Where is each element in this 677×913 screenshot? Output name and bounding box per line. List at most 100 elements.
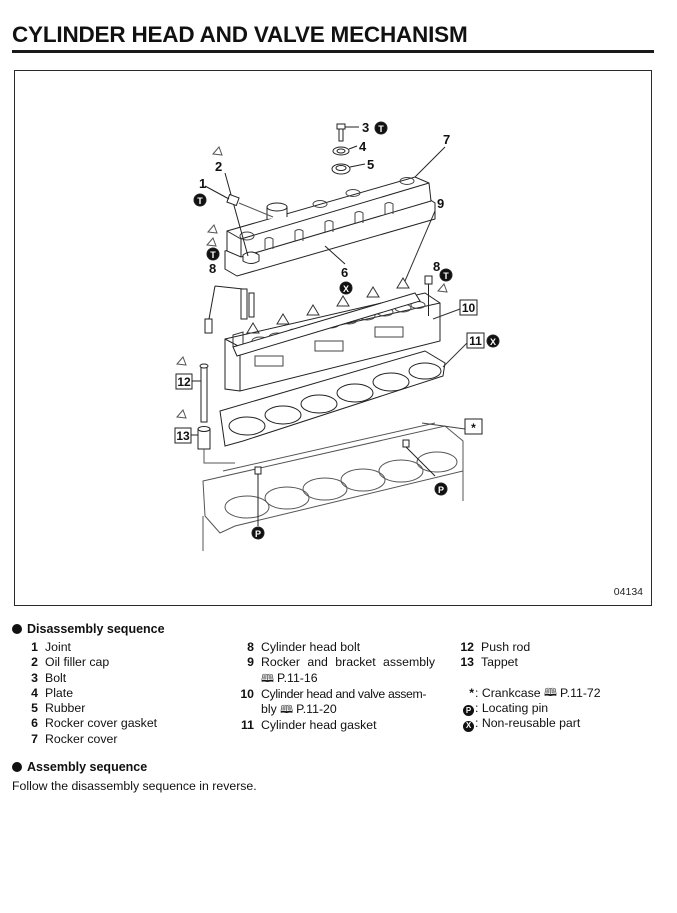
callout-box-10	[459, 299, 478, 316]
item-label: Plate	[45, 685, 74, 700]
item-label: Cylinder head gasket	[261, 718, 377, 733]
page-title: CYLINDER HEAD AND VALVE MECHANISM	[12, 22, 468, 47]
page-reference: bly 🕮P.11-20	[261, 702, 337, 718]
bolt	[336, 123, 346, 142]
item-number: 2	[31, 655, 38, 670]
legend-label: : Non-reusable part	[475, 716, 581, 731]
item-label: Tappet	[481, 655, 518, 670]
tighten-symbol: T	[193, 193, 207, 207]
item-number: 9	[247, 655, 254, 670]
book-reference-icon: 🕮	[544, 686, 558, 699]
assembly-heading-text: Assembly sequence	[27, 760, 148, 774]
item-number: 10	[240, 686, 254, 701]
locating-pin-right	[402, 439, 410, 448]
cylinder-head-bolt-right	[424, 275, 433, 316]
svg-text:T: T	[210, 250, 216, 260]
bullet-icon	[12, 624, 22, 634]
page-reference-text[interactable]: P.11-16	[276, 670, 318, 685]
item-label: Rocker cover gasket	[45, 716, 158, 731]
item-number: 6	[31, 716, 38, 731]
tighten-symbol: T	[374, 121, 388, 135]
item-label: Rocker cover	[45, 731, 118, 746]
oil-filler-neck	[266, 202, 288, 219]
list-item: 11 Cylinder head gasket	[236, 718, 435, 733]
rocker-bracket-assembly	[232, 277, 421, 357]
cylinder-head-gasket	[219, 350, 446, 447]
exploded-diagram-frame: P P * 11 X	[14, 70, 652, 606]
item-label: Cylinder head and valve assem-	[261, 686, 427, 701]
crankcase-bores	[224, 451, 458, 519]
item-number: 11	[241, 718, 254, 733]
svg-text:P: P	[438, 485, 444, 495]
list-item: 1 Joint	[20, 640, 157, 655]
svg-text:3: 3	[362, 120, 369, 135]
legend-label: : Crankcase	[475, 685, 541, 700]
disassembly-heading: Disassembly sequence	[12, 622, 165, 636]
svg-text:9: 9	[437, 196, 444, 211]
item-label: Rubber	[45, 701, 86, 716]
svg-text:8: 8	[433, 259, 440, 274]
assembly-instructions: Follow the disassembly sequence in rever…	[12, 779, 257, 793]
non-reusable-icon: X	[456, 716, 474, 732]
bullet-icon	[12, 762, 22, 772]
svg-text:12: 12	[177, 375, 191, 389]
cylinder-head-bolts-left	[204, 288, 255, 334]
push-rod	[199, 363, 209, 423]
title-rule	[12, 50, 654, 53]
item-number: 1	[31, 640, 38, 654]
locating-pin-icon: P	[456, 701, 474, 717]
svg-text:X: X	[490, 337, 496, 347]
book-reference-icon: 🕮	[261, 672, 274, 685]
rubber	[331, 163, 351, 175]
svg-text:T: T	[378, 124, 384, 134]
svg-text:2: 2	[215, 159, 222, 174]
legend-item-crankcase: * : Crankcase 🕮 P.11-72	[456, 685, 601, 701]
plate	[332, 146, 350, 156]
item-number: 4	[31, 685, 38, 700]
non-reusable-symbol: X	[486, 334, 500, 348]
list-item-continuation: 🕮P.11-16	[236, 671, 435, 687]
page-reference-text[interactable]: P.11-20	[296, 702, 337, 717]
exploded-diagram: P P * 11 X	[174, 120, 500, 551]
list-item: 7 Rocker cover	[20, 732, 157, 747]
svg-text:T: T	[197, 196, 203, 206]
page-reference-text[interactable]: P.11-72	[560, 685, 601, 700]
tighten-symbol: T	[439, 268, 453, 282]
svg-text:11: 11	[469, 334, 482, 348]
callout-box-12	[175, 373, 193, 390]
list-item: 4 Plate	[20, 686, 157, 701]
joint	[226, 193, 240, 207]
svg-text:P: P	[255, 529, 261, 539]
svg-text:1: 1	[199, 176, 206, 191]
item-label: Push rod	[481, 640, 531, 654]
asterisk-symbol: *	[469, 685, 474, 700]
svg-text:6: 6	[341, 265, 348, 280]
svg-text:X: X	[343, 284, 349, 294]
item-label: Joint	[45, 640, 71, 654]
oil-apply-icon	[176, 409, 187, 419]
svg-text:8: 8	[209, 261, 216, 276]
callout-box-star	[464, 418, 483, 435]
svg-text:7: 7	[443, 132, 450, 147]
svg-text:*: *	[471, 421, 476, 435]
item-number: 7	[31, 731, 38, 746]
oil-apply-icon	[206, 237, 217, 247]
oil-apply-icon	[212, 146, 223, 156]
disassembly-heading-text: Disassembly sequence	[27, 622, 165, 636]
page-reference: 🕮P.11-16	[261, 671, 318, 687]
list-item: 6 Rocker cover gasket	[20, 716, 157, 731]
callout-box-13	[174, 427, 192, 444]
svg-text:10: 10	[462, 301, 476, 315]
item-label-continued: bly	[261, 702, 277, 717]
assembly-heading: Assembly sequence	[12, 760, 147, 774]
